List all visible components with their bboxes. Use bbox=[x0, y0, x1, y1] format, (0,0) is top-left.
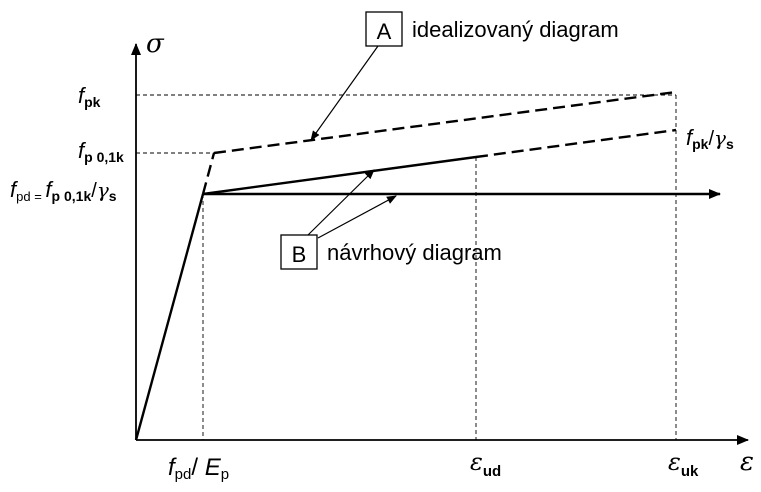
label-eud: εud bbox=[470, 448, 501, 480]
label-fpd: fpd = fp 0,1k/γs bbox=[10, 177, 117, 204]
idealized-elastic-extension bbox=[201, 152, 216, 195]
box-b-label: návrhový diagram bbox=[327, 240, 502, 265]
box-a-letter: A bbox=[377, 19, 392, 44]
pointer-b-horizontal bbox=[317, 195, 397, 239]
design-dashed-extension bbox=[475, 128, 677, 159]
pointer-b-inclined bbox=[307, 169, 375, 236]
label-fpk-gamma: fpk/γs bbox=[686, 125, 734, 152]
label-fpk: fpk bbox=[78, 83, 101, 110]
label-euk: εuk bbox=[668, 448, 699, 480]
design-elastic-line bbox=[134, 193, 205, 441]
box-a bbox=[365, 11, 403, 47]
x-axis-symbol: ε bbox=[740, 447, 754, 477]
label-fpd-ep: fpd/ Ep bbox=[168, 454, 229, 483]
box-a-label: idealizovaný diagram bbox=[412, 17, 619, 42]
y-axis-symbol: σ bbox=[146, 29, 165, 59]
box-b bbox=[280, 234, 318, 270]
pointer-a bbox=[310, 45, 379, 141]
box-b-letter: B bbox=[292, 242, 307, 267]
design-inclined-line bbox=[202, 155, 477, 196]
label-fp01k: fp 0,1k bbox=[78, 138, 124, 165]
idealized-hardening-line bbox=[213, 90, 677, 155]
